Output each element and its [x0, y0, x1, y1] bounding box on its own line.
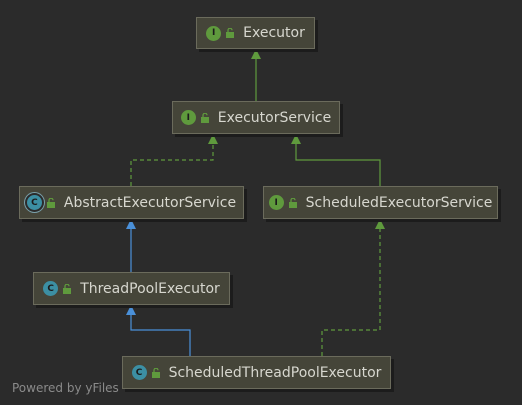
edge-scheduled-thread-pool-executor-to-thread-pool-executor: [130, 305, 191, 356]
node-scheduled-executor-service[interactable]: I ScheduledExecutorService: [263, 186, 498, 219]
unlock-icon: [63, 283, 72, 294]
node-label: ExecutorService: [217, 109, 332, 126]
unlock-icon: [200, 112, 209, 123]
arrowhead-scheduled-thread-pool-executor-to-scheduled-executor-service: [375, 219, 385, 229]
arrowhead-thread-pool-executor-to-abstract-executor-service: [126, 219, 136, 229]
unlock-icon: [151, 367, 160, 378]
class-icon: C: [43, 281, 59, 296]
node-label: ScheduledExecutorService: [305, 194, 493, 211]
unlock-icon: [288, 197, 297, 208]
node-executor-service[interactable]: I ExecutorService: [172, 101, 340, 134]
arrowhead-abstract-executor-service-to-executor-service: [208, 134, 218, 144]
class-icon: C: [131, 365, 147, 380]
abstract-class-icon: C: [26, 195, 42, 210]
unlock-icon: [46, 197, 55, 208]
unlock-icon: [226, 28, 235, 38]
node-abstract-executor-service[interactable]: C AbstractExecutorService: [19, 186, 244, 219]
node-label: Executor: [243, 25, 305, 41]
arrowhead-executor-service-to-executor: [251, 49, 261, 59]
edge-scheduled-thread-pool-executor-to-scheduled-executor-service: [321, 219, 381, 356]
node-label: ThreadPoolExecutor: [80, 280, 220, 297]
node-scheduled-thread-pool-executor[interactable]: C ScheduledThreadPoolExecutor: [122, 356, 391, 389]
node-label: AbstractExecutorService: [63, 194, 237, 211]
interface-icon: I: [180, 110, 196, 125]
node-thread-pool-executor[interactable]: C ThreadPoolExecutor: [33, 272, 230, 305]
arrowhead-scheduled-executor-service-to-executor-service: [291, 134, 301, 144]
powered-by-footer: Powered by yFiles: [12, 381, 119, 395]
node-label: ScheduledThreadPoolExecutor: [168, 364, 382, 381]
interface-icon: I: [206, 25, 222, 41]
edge-abstract-executor-service-to-executor-service: [130, 134, 214, 186]
node-executor[interactable]: I Executor: [196, 17, 315, 49]
interface-icon: I: [268, 195, 284, 210]
arrowhead-scheduled-thread-pool-executor-to-thread-pool-executor: [126, 305, 136, 315]
edge-scheduled-executor-service-to-executor-service: [295, 134, 381, 186]
